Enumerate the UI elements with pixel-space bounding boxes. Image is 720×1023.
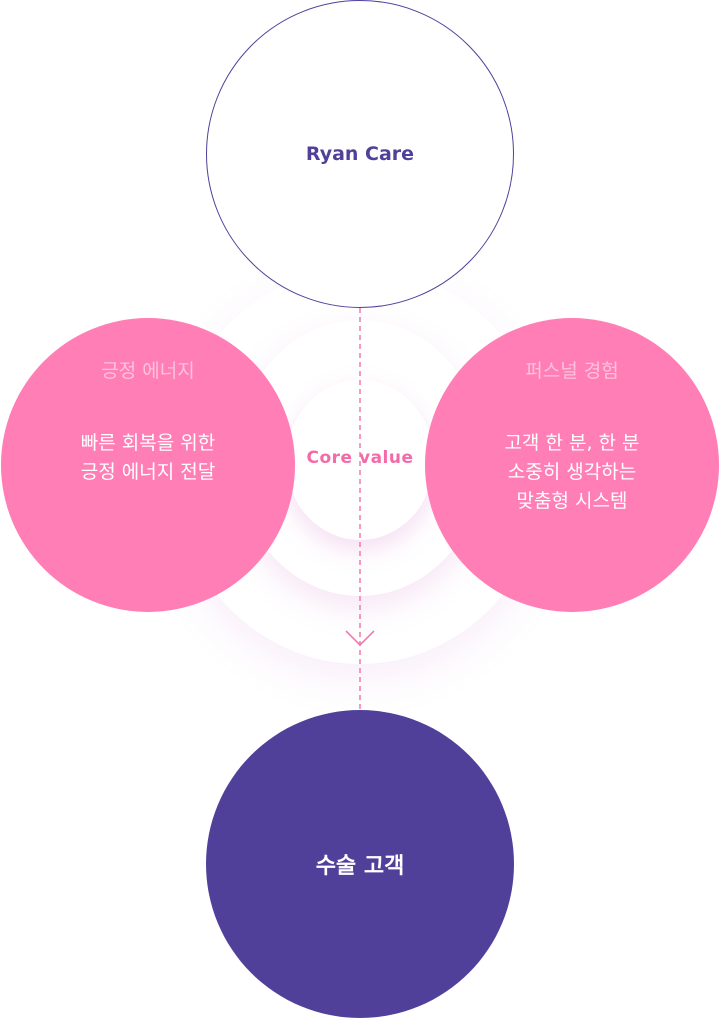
positive-energy-description: 빠른 회복을 위한 긍정 에너지 전달 (81, 429, 215, 487)
personal-experience-description: 고객 한 분, 한 분 소중히 생각하는 맞춤형 시스템 (504, 429, 639, 516)
surgery-customer-label: 수술 고객 (315, 854, 405, 879)
personal-experience-node: 퍼스널 경험 고객 한 분, 한 분 소중히 생각하는 맞춤형 시스템 (425, 318, 719, 612)
surgery-customer-node: 수술 고객 (206, 710, 514, 1018)
positive-energy-node: 긍정 에너지 빠른 회복을 위한 긍정 에너지 전달 (1, 318, 295, 612)
personal-experience-line-2: 소중히 생각하는 (507, 461, 637, 483)
core-value-label: Core value (306, 448, 414, 468)
personal-experience-heading: 퍼스널 경험 (525, 360, 619, 382)
positive-energy-heading: 긍정 에너지 (101, 360, 195, 382)
positive-energy-line-2: 긍정 에너지 전달 (80, 461, 216, 483)
ryan-care-node: Ryan Care (206, 0, 514, 308)
chevron-down-icon (345, 630, 375, 647)
personal-experience-line-1: 고객 한 분, 한 분 (504, 432, 640, 454)
core-glow-inner-ring (286, 380, 434, 540)
positive-energy-line-1: 빠른 회복을 위한 (80, 432, 216, 454)
ryan-care-label: Ryan Care (305, 143, 415, 165)
personal-experience-line-3: 맞춤형 시스템 (516, 490, 628, 512)
